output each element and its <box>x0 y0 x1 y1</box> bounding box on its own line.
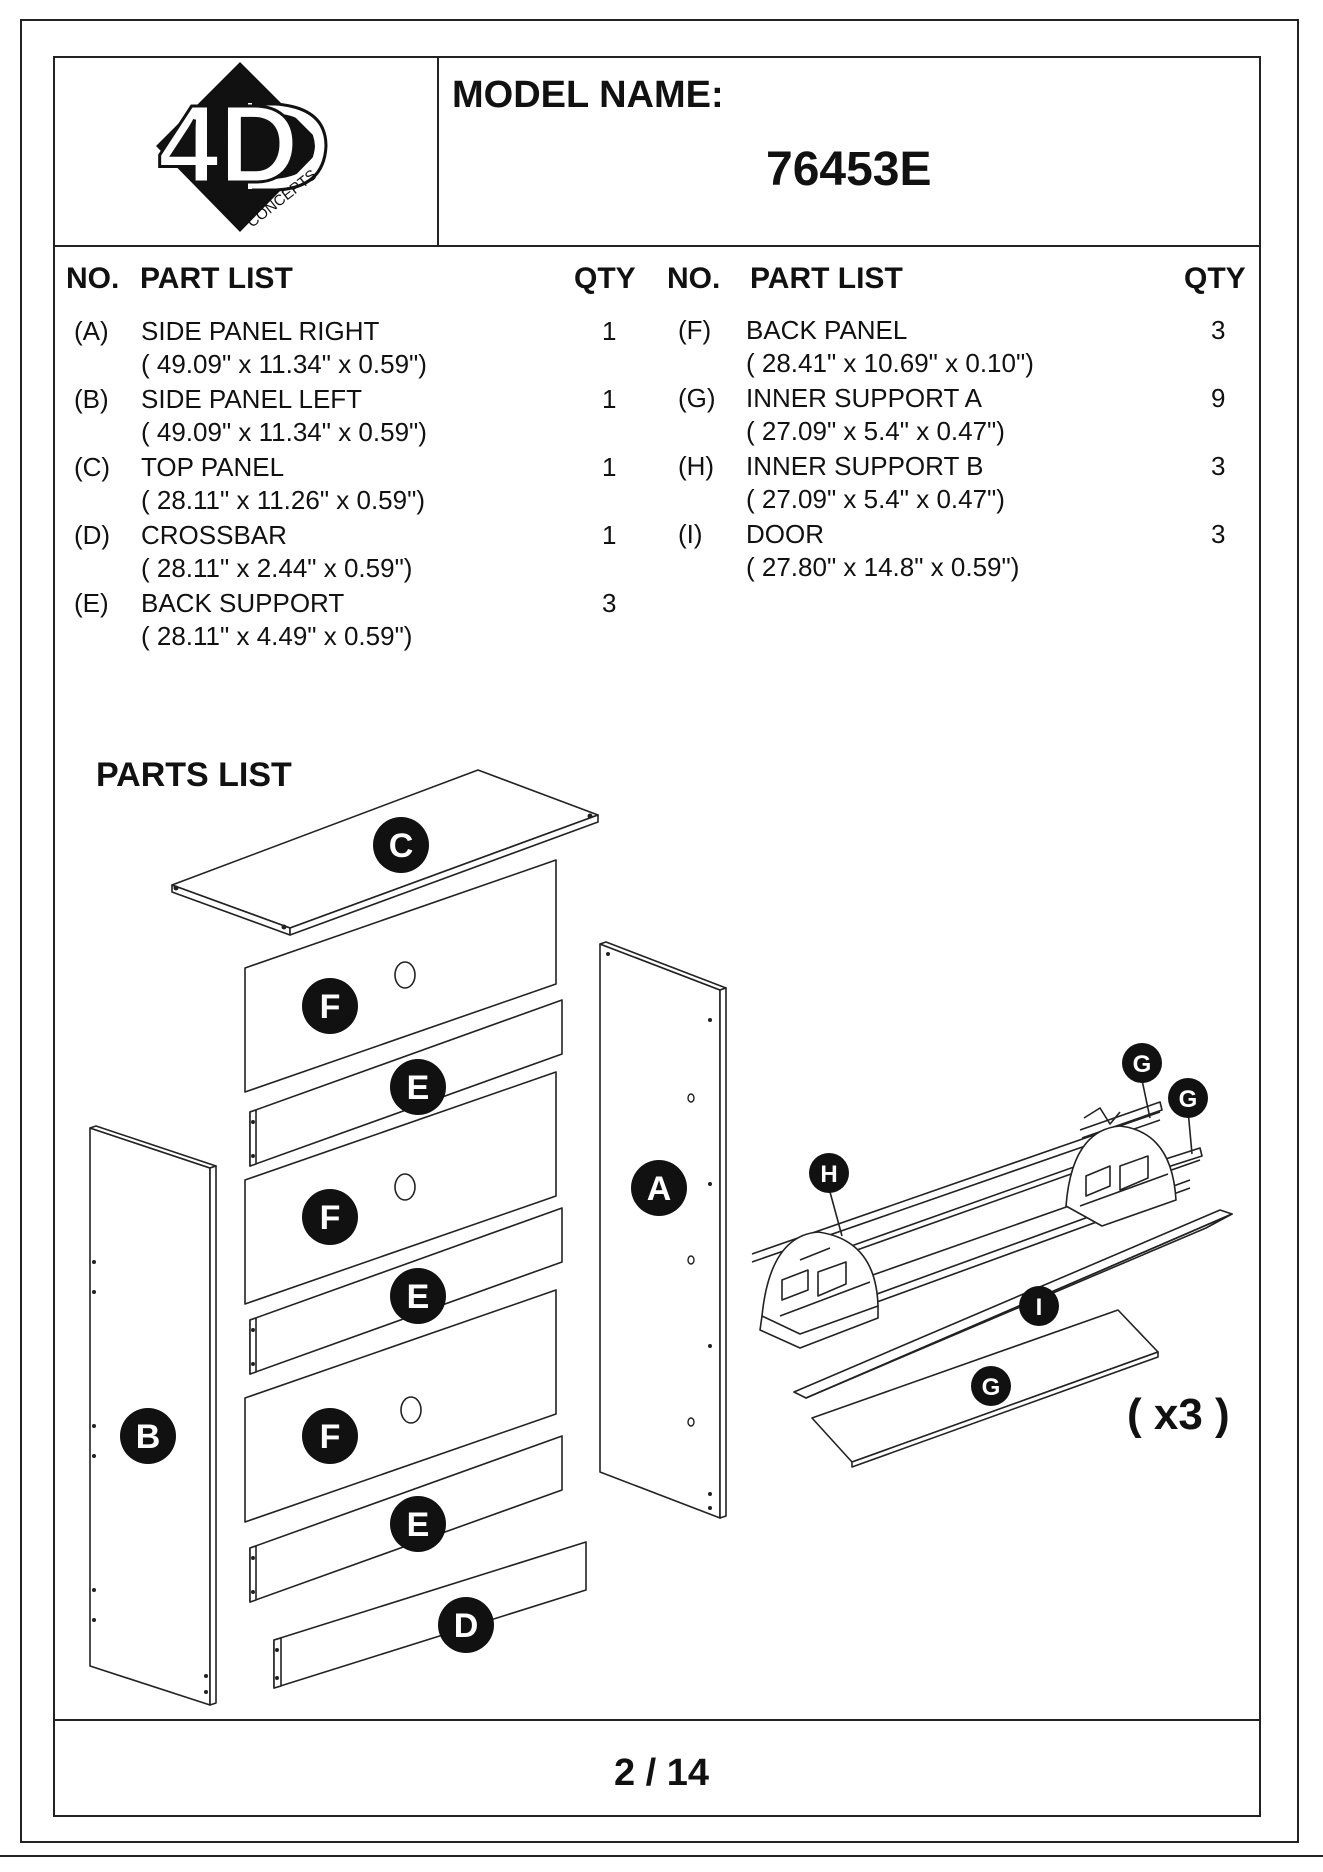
label-b: B <box>120 1408 176 1464</box>
inner-frame <box>53 56 1261 1817</box>
part-dims: ( 27.09" x 5.4" x 0.47") <box>746 416 1005 446</box>
header-divider <box>53 245 1261 247</box>
label-e-1: E <box>390 1059 446 1115</box>
part-name: TOP PANEL <box>141 452 285 482</box>
label-g-3: G <box>971 1366 1011 1406</box>
back-panel-f-3 <box>244 1289 557 1523</box>
part-qty: 1 <box>602 384 617 414</box>
svg-text:I: I <box>1036 1294 1043 1321</box>
label-h: H <box>809 1153 849 1193</box>
part-no: (E) <box>74 588 109 618</box>
part-name: INNER SUPPORT A <box>746 383 982 413</box>
svg-text:C: C <box>389 827 414 865</box>
part-no: (A) <box>74 316 109 346</box>
label-e-3: E <box>390 1496 446 1552</box>
svg-text:E: E <box>407 1069 430 1107</box>
label-c: C <box>373 817 429 873</box>
col-qty-left: QTY <box>574 262 636 295</box>
col-part-left: PART LIST <box>140 262 293 295</box>
part-qty: 3 <box>602 588 617 618</box>
label-g-2: G <box>1168 1078 1208 1118</box>
svg-text:H: H <box>820 1161 837 1188</box>
svg-text:G: G <box>1133 1051 1152 1078</box>
svg-text:F: F <box>320 1199 341 1237</box>
svg-text:B: B <box>136 1418 161 1456</box>
quantity-multiplier: ( x3 ) <box>1127 1390 1230 1439</box>
page-bottom-rule <box>0 1855 1323 1857</box>
part-qty: 1 <box>602 316 617 346</box>
col-part-right: PART LIST <box>750 262 903 295</box>
model-name-label: MODEL NAME: <box>452 74 724 116</box>
svg-text:F: F <box>320 1418 341 1456</box>
model-number: 76453E <box>766 143 932 196</box>
end-bracket-left <box>761 1231 879 1335</box>
header-vertical-divider <box>437 56 439 246</box>
part-name: CROSSBAR <box>141 520 287 550</box>
svg-text:E: E <box>407 1278 430 1316</box>
part-dims: ( 49.09" x 11.34" x 0.59") <box>141 349 427 379</box>
parts-list-title: PARTS LIST <box>96 756 292 794</box>
part-no: (D) <box>74 520 111 550</box>
part-dims: ( 27.80" x 14.8" x 0.59") <box>746 552 1020 582</box>
col-no-left: NO. <box>66 262 120 295</box>
part-qty: 3 <box>1211 451 1226 481</box>
page-number: 2 / 14 <box>613 1752 710 1794</box>
part-dims: ( 28.11" x 4.49" x 0.59") <box>141 621 413 651</box>
svg-text:E: E <box>407 1506 430 1544</box>
label-d: D <box>438 1597 494 1653</box>
part-no: (F) <box>678 315 712 345</box>
label-f-3: F <box>302 1408 358 1464</box>
label-f-2: F <box>302 1189 358 1245</box>
part-no: (C) <box>74 452 111 482</box>
part-name: INNER SUPPORT B <box>746 451 984 481</box>
label-i: I <box>1019 1286 1059 1326</box>
svg-text:G: G <box>1179 1086 1198 1113</box>
part-dims: ( 28.11" x 2.44" x 0.59") <box>141 553 413 583</box>
part-name: BACK SUPPORT <box>141 588 345 618</box>
end-bracket-right <box>1065 1125 1177 1227</box>
knob-hole <box>394 1173 416 1201</box>
part-qty: 1 <box>602 452 617 482</box>
part-qty: 3 <box>1211 315 1226 345</box>
footer-divider <box>53 1719 1261 1721</box>
knob-hole <box>394 961 416 989</box>
part-dims: ( 28.41" x 10.69" x 0.10") <box>746 348 1034 378</box>
label-g-1: G <box>1122 1043 1162 1083</box>
inner-support-h <box>751 1111 1201 1331</box>
outer-frame <box>20 19 1299 1843</box>
part-no: (I) <box>678 519 703 549</box>
label-f-1: F <box>302 978 358 1034</box>
part-qty: 3 <box>1211 519 1226 549</box>
part-no: (B) <box>74 384 109 414</box>
part-qty: 9 <box>1211 383 1226 413</box>
part-name: SIDE PANEL LEFT <box>141 384 363 414</box>
label-e-2: E <box>390 1268 446 1324</box>
part-no: (G) <box>678 383 716 413</box>
part-name: SIDE PANEL RIGHT <box>141 316 380 346</box>
part-dims: ( 49.09" x 11.34" x 0.59") <box>141 417 427 447</box>
side-panel-a <box>599 943 721 1519</box>
svg-text:F: F <box>320 988 341 1026</box>
inner-support-g-top-1 <box>1079 1101 1163 1139</box>
label-a: A <box>631 1160 687 1216</box>
svg-text:D: D <box>454 1607 479 1645</box>
part-name: BACK PANEL <box>746 315 908 345</box>
part-dims: ( 28.11" x 11.26" x 0.59") <box>141 485 425 515</box>
svg-text:G: G <box>982 1374 1001 1401</box>
col-qty-right: QTY <box>1184 262 1246 295</box>
part-name: DOOR <box>746 519 824 549</box>
part-qty: 1 <box>602 520 617 550</box>
part-no: (H) <box>678 451 715 481</box>
part-dims: ( 27.09" x 5.4" x 0.47") <box>746 484 1005 514</box>
svg-text:A: A <box>647 1170 672 1208</box>
col-no-right: NO. <box>667 262 721 295</box>
knob-hole <box>400 1396 422 1424</box>
